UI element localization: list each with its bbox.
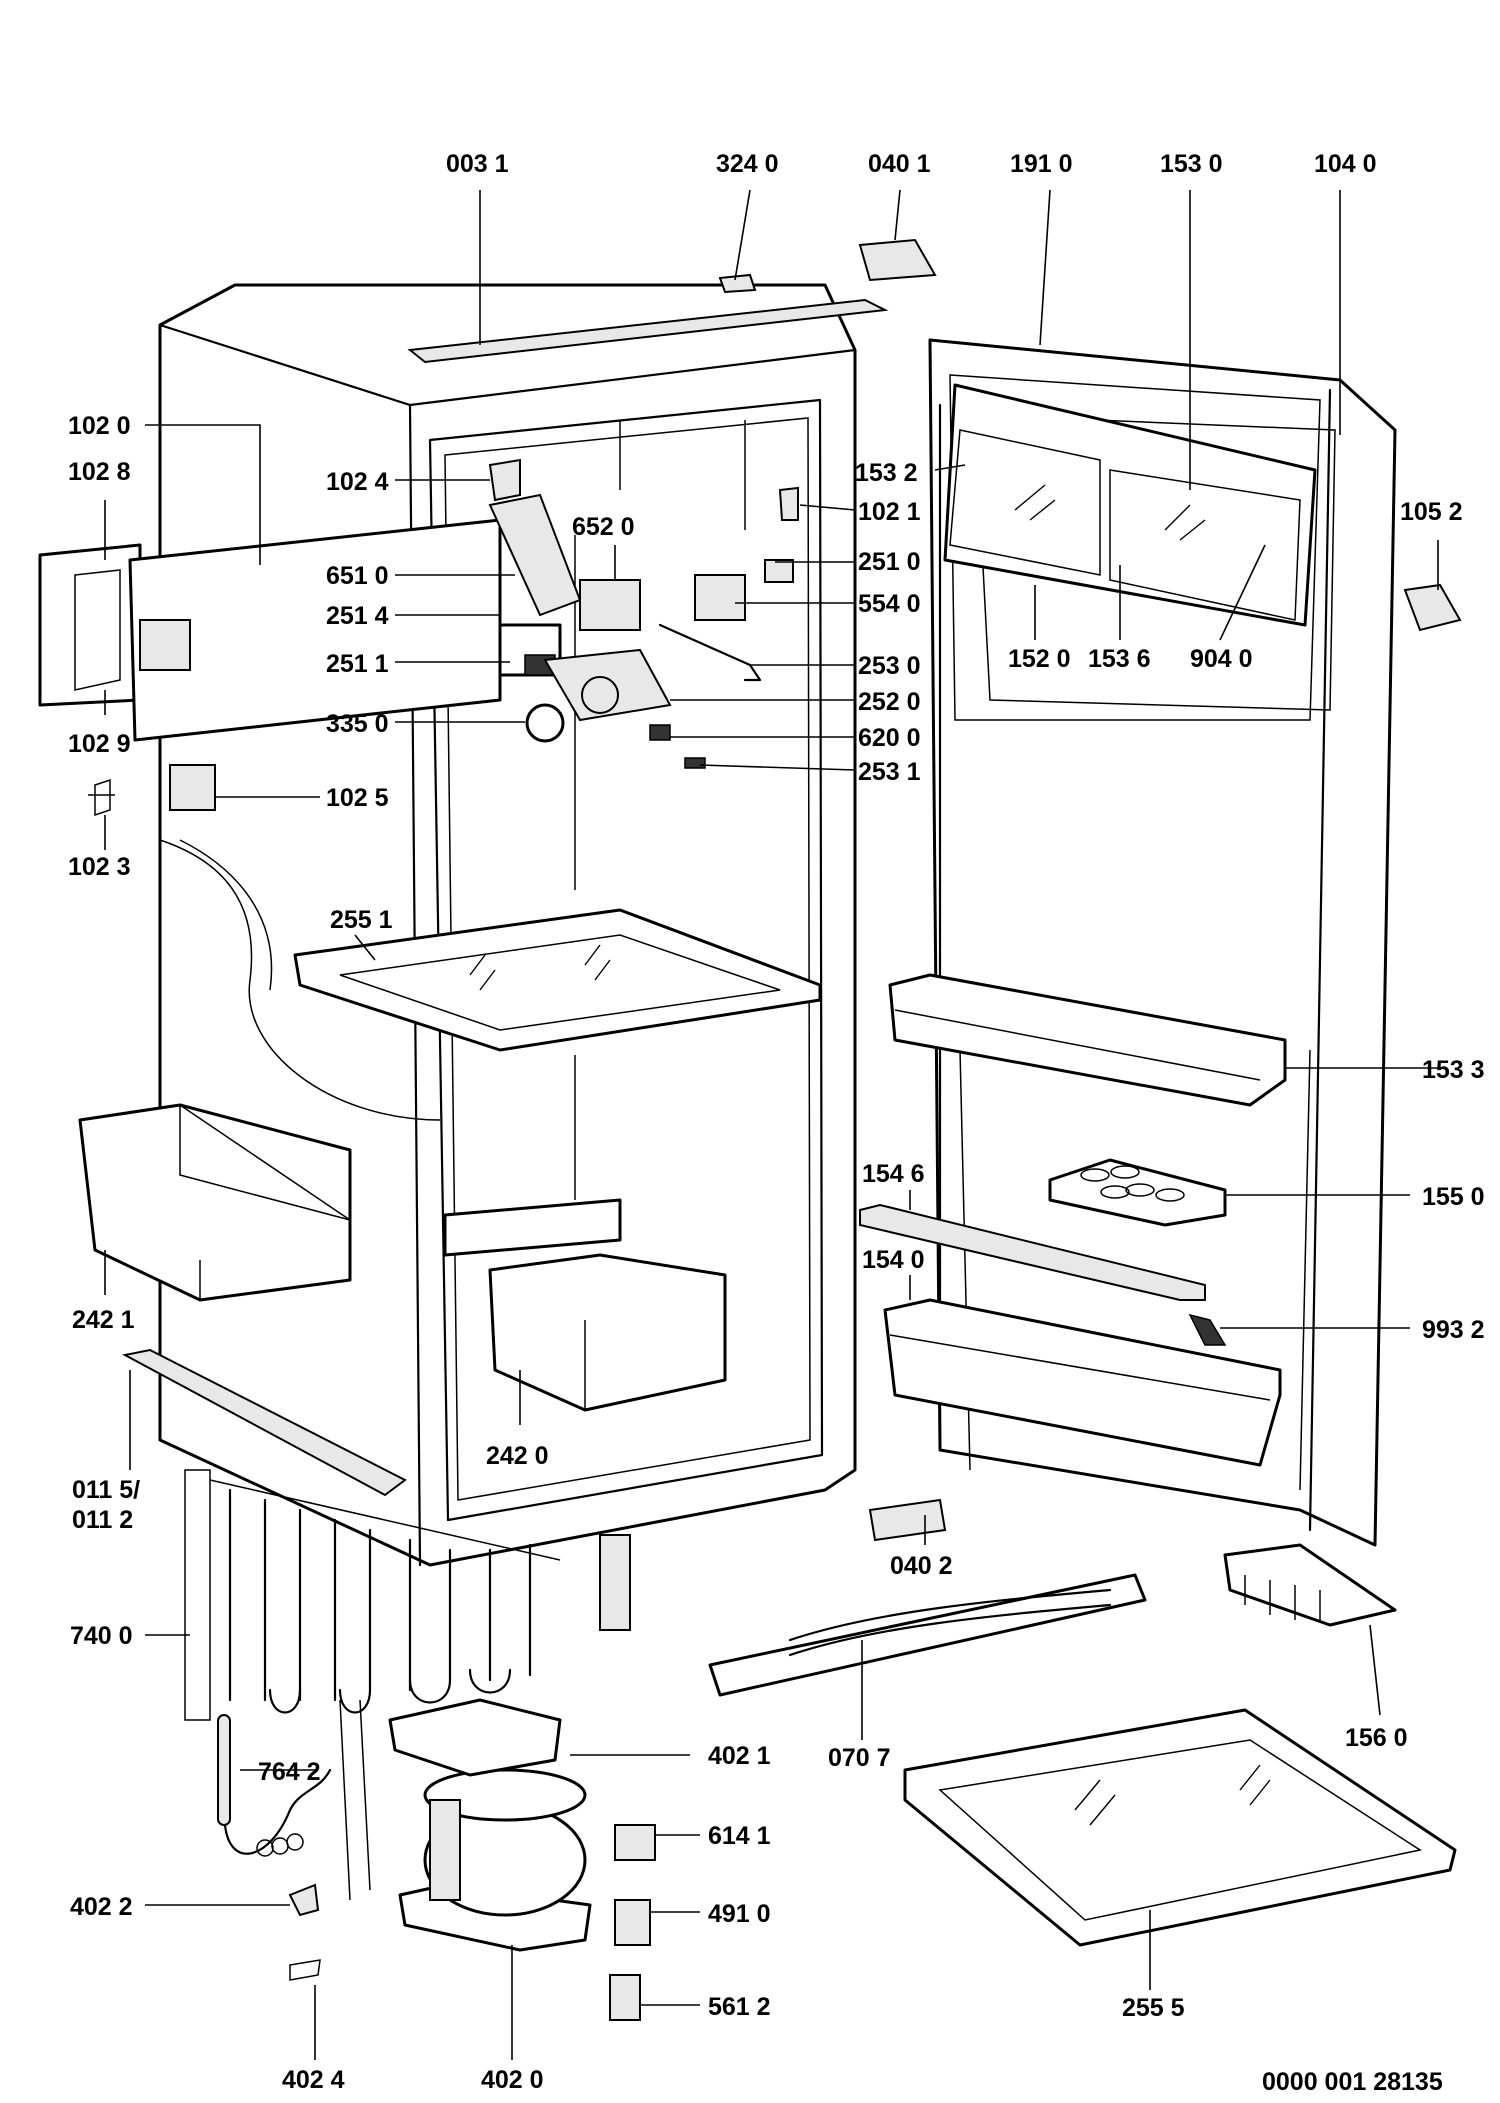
label-191-0: 191 0	[1010, 150, 1073, 178]
label-102-3: 102 3	[68, 853, 131, 881]
label-011-2: 011 2	[72, 1506, 133, 1534]
label-904-0: 904 0	[1190, 645, 1253, 673]
door	[928, 338, 1397, 1547]
label-253-0: 253 0	[858, 652, 921, 680]
label-764-2: 764 2	[258, 1758, 321, 1786]
door-balcony-middle	[888, 973, 1287, 1107]
label-040-2: 040 2	[890, 1552, 953, 1580]
label-491-0: 491 0	[708, 1900, 771, 1928]
label-153-6: 153 6	[1088, 645, 1151, 673]
label-402-1: 402 1	[708, 1742, 771, 1770]
label-102-8: 102 8	[68, 458, 131, 486]
label-620-0: 620 0	[858, 724, 921, 752]
part-labels: 003 1 324 0 040 1 191 0 153 0 104 0 102 …	[68, 150, 1485, 2096]
label-402-2: 402 2	[70, 1893, 133, 1921]
egg-tray	[1048, 1158, 1227, 1227]
bottom-rail	[122, 1348, 407, 1497]
grommet	[288, 1883, 320, 1917]
overload	[614, 1899, 651, 1946]
clip-part	[488, 458, 521, 502]
door-shelf-top	[943, 383, 1317, 627]
hinge-top	[858, 238, 937, 282]
label-011-5: 011 5/	[72, 1476, 140, 1504]
label-651-0: 651 0	[326, 562, 389, 590]
small-cover	[778, 486, 799, 521]
label-252-0: 252 0	[858, 688, 921, 716]
label-251-4: 251 4	[326, 602, 389, 630]
label-251-1: 251 1	[326, 650, 389, 678]
leader-lines	[104, 189, 1445, 2060]
ice-tray	[1223, 1543, 1397, 1627]
document-number: 0000 001 28135	[1262, 2068, 1443, 2096]
control-panel	[38, 518, 502, 742]
label-335-0: 335 0	[326, 710, 389, 738]
label-242-0: 242 0	[486, 1442, 549, 1470]
label-561-2: 561 2	[708, 1993, 771, 2021]
label-155-0: 155 0	[1422, 1183, 1485, 1211]
connector	[764, 559, 794, 583]
compressor	[398, 1768, 592, 1952]
clip-561	[609, 1974, 641, 2021]
bottle-retainer	[859, 1203, 1206, 1301]
label-242-1: 242 1	[72, 1306, 135, 1334]
label-402-4: 402 4	[282, 2066, 345, 2094]
label-324-0: 324 0	[716, 150, 779, 178]
label-102-0: 102 0	[68, 412, 131, 440]
label-154-0: 154 0	[862, 1246, 925, 1274]
label-040-1: 040 1	[868, 150, 931, 178]
label-152-0: 152 0	[1008, 645, 1071, 673]
condenser	[184, 1469, 631, 1721]
rail-piece	[718, 273, 757, 294]
label-070-7: 070 7	[828, 1744, 891, 1772]
capillary-tube	[217, 1714, 332, 1857]
label-102-1: 102 1	[858, 498, 921, 526]
glass-shelf-lower	[903, 1708, 1457, 1947]
label-102-5: 102 5	[326, 784, 389, 812]
label-255-1: 255 1	[330, 906, 393, 934]
glass-shelf-upper	[293, 908, 822, 1052]
label-154-6: 154 6	[862, 1160, 925, 1188]
label-102-4: 102 4	[326, 468, 389, 496]
lamp-cover	[169, 764, 216, 811]
label-156-0: 156 0	[1345, 1724, 1408, 1752]
label-554-0: 554 0	[858, 590, 921, 618]
label-253-1: 253 1	[858, 758, 921, 786]
cover-strip	[708, 1573, 1147, 1697]
label-251-0: 251 0	[858, 548, 921, 576]
hinge-bottom	[868, 1498, 947, 1542]
label-102-9: 102 9	[68, 730, 131, 758]
crisper-drawer-left	[78, 1103, 352, 1302]
label-652-0: 652 0	[572, 513, 635, 541]
compressor-mount	[388, 1698, 562, 1777]
crisper-drawer-right	[443, 1198, 727, 1412]
hinge-right	[1403, 583, 1462, 632]
label-153-2: 153 2	[855, 459, 918, 487]
thermostat-assembly	[488, 493, 762, 769]
door-balcony-bottom	[883, 1298, 1282, 1467]
label-105-2: 105 2	[1400, 498, 1463, 526]
label-740-0: 740 0	[70, 1622, 133, 1650]
label-255-5: 255 5	[1122, 1994, 1185, 2022]
label-003-1: 003 1	[446, 150, 509, 178]
relay	[614, 1824, 656, 1861]
top-rail	[407, 298, 889, 364]
label-153-0: 153 0	[1160, 150, 1223, 178]
label-614-1: 614 1	[708, 1822, 771, 1850]
label-993-2: 993 2	[1422, 1316, 1485, 1344]
door-stop	[1188, 1313, 1227, 1346]
label-402-0: 402 0	[481, 2066, 544, 2094]
label-104-0: 104 0	[1314, 150, 1377, 178]
label-153-3: 153 3	[1422, 1056, 1485, 1084]
